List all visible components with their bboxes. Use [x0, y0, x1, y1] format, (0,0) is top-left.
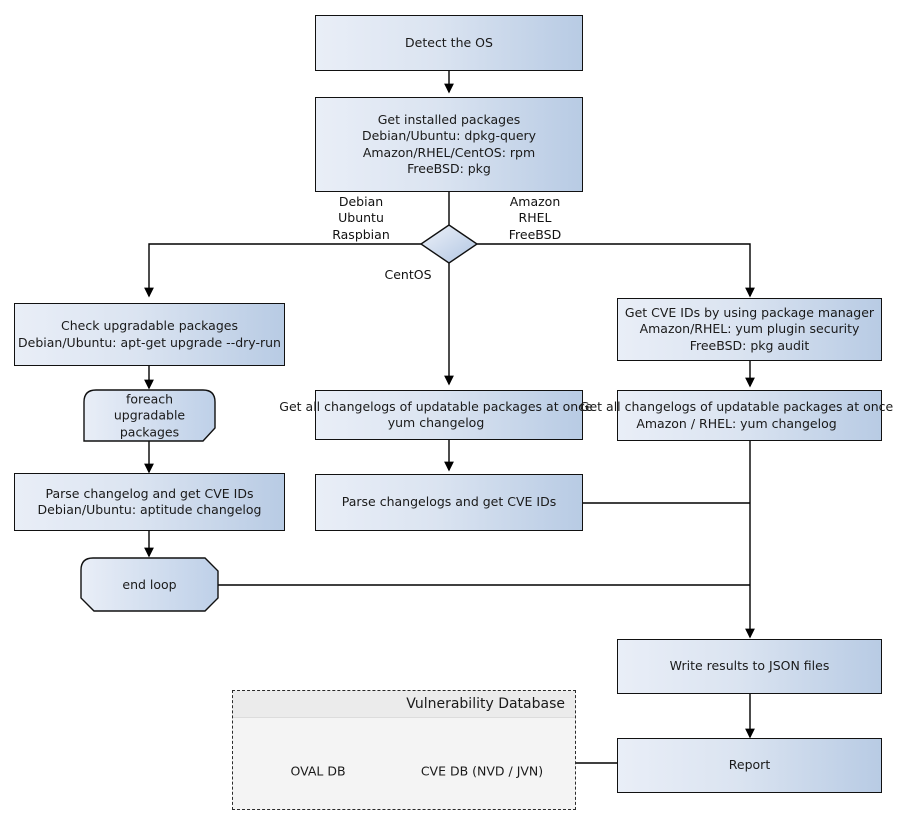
node-get-changelogs-amazon[interactable]: Get all changelogs of updatable packages… — [580, 390, 893, 441]
edge-decision-right — [477, 243, 755, 298]
node-get-installed-packages-line3: Amazon/RHEL/CentOS: rpm — [362, 144, 536, 160]
node-parse-changelog-deb-line2: Debian/Ubuntu: aptitude changelog — [37, 502, 262, 517]
node-check-upgradable-packages[interactable]: Check upgradable packages Debian/Ubuntu:… — [14, 303, 285, 366]
oval-db-label: OVAL DB — [290, 763, 346, 779]
node-foreach-line1: foreach — [125, 390, 174, 406]
node-report-label: Report — [728, 757, 771, 773]
vulnerability-database-group: Vulnerability Database — [232, 690, 576, 810]
node-foreach-line2: upgradable packages — [113, 407, 186, 439]
cve-db-label-wrap: CVE DB (NVD / JVN) — [414, 734, 550, 802]
edge-decision-left — [144, 243, 421, 298]
node-get-installed-packages-line2: Debian/Ubuntu: dpkg-query — [361, 128, 537, 143]
node-detect-the-os-label: Detect the OS — [405, 34, 493, 50]
node-get-cve-package-manager[interactable]: Get CVE IDs by using package manager Ama… — [617, 298, 882, 361]
node-parse-changelog-deb-line1: Parse changelog and get CVE IDs — [45, 485, 254, 501]
node-get-installed-packages-line4: FreeBSD: pkg — [407, 161, 491, 176]
cve-db-label: CVE DB (NVD / JVN) — [420, 763, 544, 779]
node-get-cve-package-manager-line1: Get CVE IDs by using package manager — [624, 304, 875, 320]
node-end-loop-label: end loop — [122, 576, 177, 592]
node-get-cve-package-manager-line3: FreeBSD: pkg audit — [689, 337, 810, 353]
foreach-loop-shape[interactable] — [83, 389, 216, 442]
node-get-installed-packages[interactable]: Get installed packages Debian/Ubuntu: dp… — [315, 97, 583, 192]
node-parse-changelogs-centos[interactable]: Parse changelogs and get CVE IDs — [315, 474, 583, 531]
node-get-changelogs-amazon-line2: Amazon / RHEL: yum changelog — [636, 415, 837, 431]
node-check-upgradable-packages-line1: Check upgradable packages — [61, 318, 238, 333]
node-get-changelogs-centos[interactable]: Get all changelogs of updatable packages… — [279, 390, 593, 440]
node-get-cve-package-manager-line2: Amazon/RHEL: yum plugin security — [639, 321, 860, 337]
node-write-results-json-label: Write results to JSON files — [669, 658, 830, 674]
node-write-results-json[interactable]: Write results to JSON files — [617, 639, 882, 694]
node-get-changelogs-amazon-line1: Get all changelogs of updatable packages… — [579, 399, 894, 414]
vulnerability-database-title: Vulnerability Database — [233, 691, 575, 718]
node-get-changelogs-centos-line2: yum changelog — [387, 415, 485, 430]
node-foreach-upgradable-packages[interactable]: foreach upgradable packages — [84, 390, 215, 441]
node-check-upgradable-packages-line2: Debian/Ubuntu: apt-get upgrade --dry-run — [18, 334, 281, 350]
node-detect-the-os[interactable]: Detect the OS — [315, 15, 583, 71]
edge-label-left-branch: Debian Ubuntu Raspbian — [332, 194, 390, 242]
node-report[interactable]: Report — [617, 738, 882, 793]
edge-label-center-branch: CentOS — [384, 267, 432, 282]
os-decision-diamond[interactable] — [419, 224, 479, 264]
node-end-loop[interactable]: end loop — [81, 558, 218, 611]
edge-label-right-branch: Amazon RHEL FreeBSD — [508, 194, 562, 242]
end-loop-shape[interactable] — [80, 557, 219, 612]
oval-db-label-wrap: OVAL DB — [250, 734, 386, 802]
node-get-installed-packages-line1: Get installed packages — [377, 111, 521, 127]
node-get-changelogs-centos-line1: Get all changelogs of updatable packages… — [279, 398, 593, 414]
node-parse-changelogs-centos-label: Parse changelogs and get CVE IDs — [341, 494, 557, 510]
node-parse-changelog-deb[interactable]: Parse changelog and get CVE IDs Debian/U… — [14, 473, 285, 531]
